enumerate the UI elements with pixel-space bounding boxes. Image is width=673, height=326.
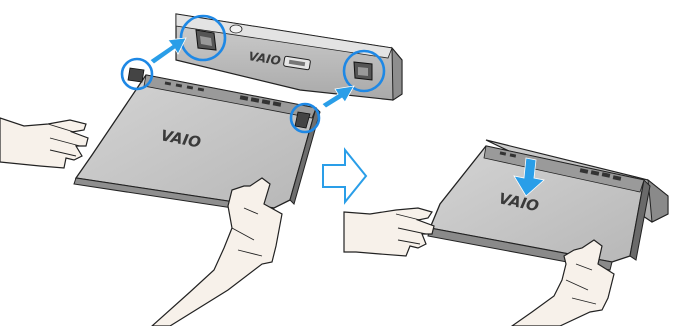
laptop-docked: VAIO: [428, 146, 650, 270]
panel-after-docking: VAIO: [344, 140, 668, 326]
left-hand: [0, 118, 88, 168]
docked-left-hand: [344, 208, 434, 256]
next-step-arrow-icon: [323, 150, 366, 202]
laptop-undocked: VAIO: [74, 68, 320, 214]
